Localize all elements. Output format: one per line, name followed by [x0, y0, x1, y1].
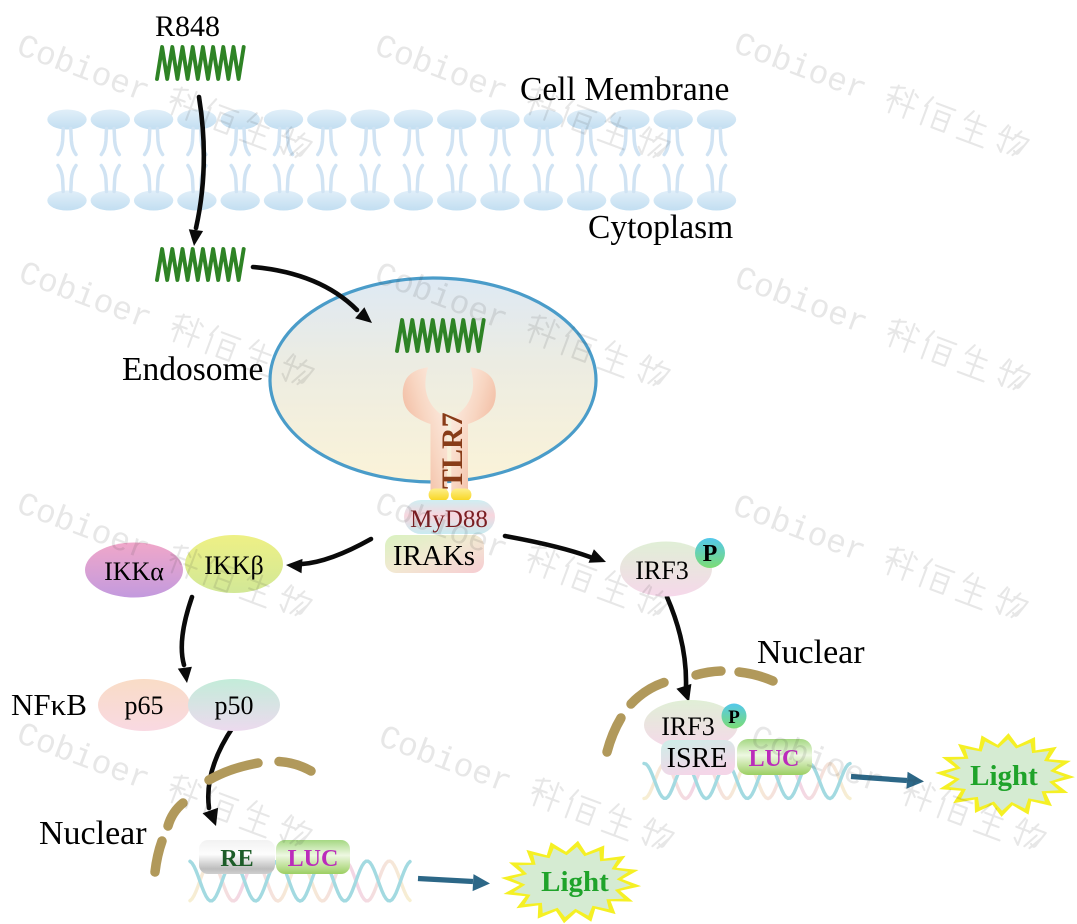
svg-text:p50: p50 [215, 691, 254, 720]
svg-text:MyD88: MyD88 [410, 506, 488, 533]
svg-text:IRF3: IRF3 [661, 712, 714, 741]
svg-text:IKKα: IKKα [104, 557, 164, 586]
svg-text:Light: Light [541, 866, 609, 898]
svg-text:Nuclear: Nuclear [757, 634, 865, 671]
svg-text:Cell Membrane: Cell Membrane [520, 71, 729, 108]
svg-text:p65: p65 [125, 691, 164, 720]
svg-text:P: P [728, 707, 740, 728]
svg-text:Endosome: Endosome [122, 351, 263, 388]
svg-text:LUC: LUC [288, 846, 339, 872]
svg-text:LUC: LUC [749, 746, 800, 772]
svg-text:Nuclear: Nuclear [39, 815, 147, 852]
svg-text:Light: Light [970, 760, 1038, 792]
svg-text:Cytoplasm: Cytoplasm [588, 209, 733, 246]
svg-text:P: P [703, 541, 718, 567]
svg-text:R848: R848 [155, 10, 220, 43]
svg-text:ISRE: ISRE [667, 743, 728, 774]
svg-text:IRAKs: IRAKs [393, 540, 475, 572]
svg-text:NFκB: NFκB [11, 687, 87, 722]
svg-text:IKKβ: IKKβ [204, 551, 263, 580]
svg-text:RE: RE [220, 846, 253, 872]
svg-text:IRF3: IRF3 [635, 556, 688, 585]
svg-text:TLR7: TLR7 [436, 412, 469, 489]
